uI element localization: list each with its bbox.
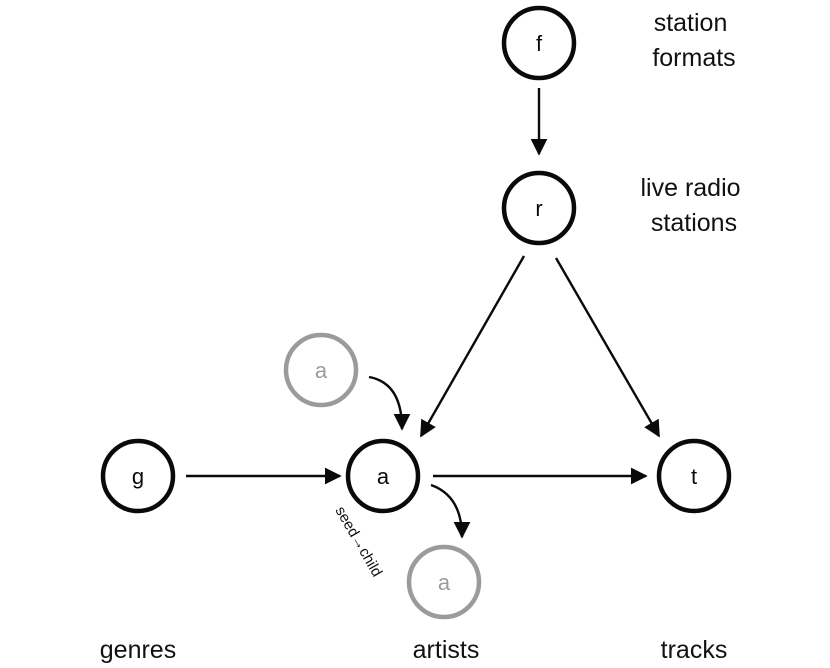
label-artists: artists [413, 636, 480, 664]
edge-note-seed-child: seed→child [332, 504, 386, 580]
node-letter: r [535, 196, 542, 221]
label-live-radio-stations: live radio stations [640, 174, 747, 237]
edge-artist-to-child-artist [430, 483, 471, 539]
node-child-artist: a [406, 544, 482, 620]
node-genres: g [100, 438, 176, 514]
node-circle [501, 5, 577, 81]
edge-parent-artist-to-artist [368, 375, 411, 431]
node-station-formats: f [501, 5, 577, 81]
node-circle [345, 438, 421, 514]
label-line: stations [651, 209, 737, 237]
node-circle [406, 544, 482, 620]
node-artists: a [345, 438, 421, 514]
node-live-radio-stations: r [501, 170, 577, 246]
node-letter: g [132, 464, 144, 489]
edge-stations-to-artists [419, 255, 526, 438]
label-line: station [654, 9, 728, 37]
node-tracks: t [656, 438, 732, 514]
node-letter: a [377, 464, 390, 489]
node-circle [100, 438, 176, 514]
node-letter: a [315, 358, 328, 383]
edge-stations-to-tracks [554, 257, 661, 438]
label-line: live radio [640, 174, 740, 202]
node-circle [656, 438, 732, 514]
node-letter: t [691, 464, 697, 489]
label-tracks: tracks [661, 636, 728, 664]
node-parent-artist: a [283, 332, 359, 408]
label-genres: genres [100, 636, 176, 664]
node-letter: f [536, 31, 543, 56]
node-letter: a [438, 570, 451, 595]
node-circle [283, 332, 359, 408]
label-line: formats [652, 44, 735, 72]
node-circle [501, 170, 577, 246]
label-station-formats: station formats [652, 9, 735, 72]
